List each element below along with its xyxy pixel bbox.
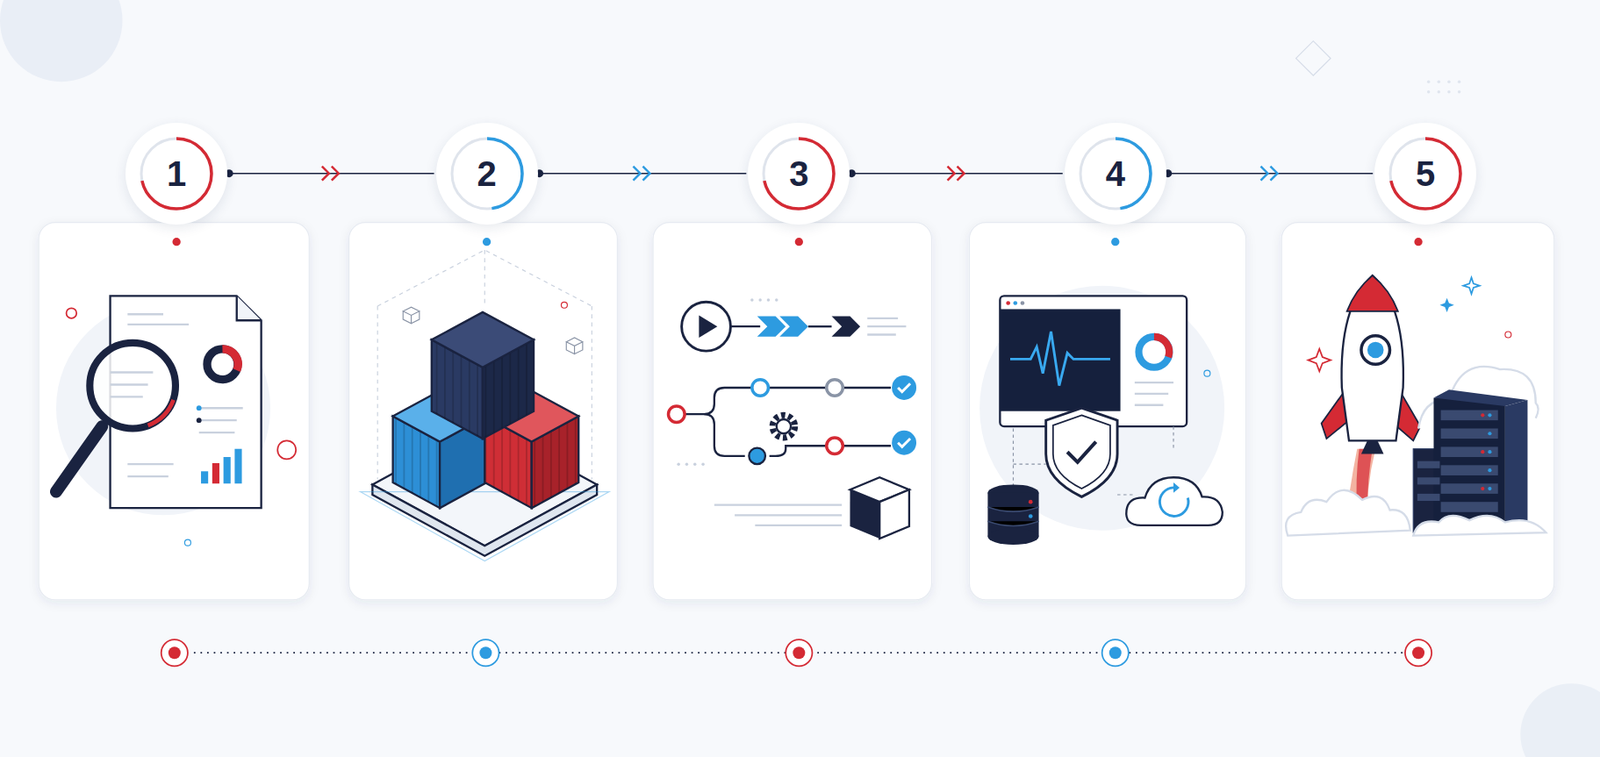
- stem-dots: [172, 237, 1422, 246]
- step-circle: 3: [747, 122, 850, 225]
- step-number: 4: [1105, 156, 1126, 192]
- monitoring-icon: [979, 286, 1225, 546]
- launch-icon: [1285, 275, 1546, 536]
- step-circle: 1: [125, 122, 228, 225]
- analysis-icon: [56, 295, 296, 546]
- step-circle: 4: [1064, 122, 1167, 225]
- step-number: 1: [166, 156, 187, 192]
- bg-dots: [1427, 79, 1461, 94]
- bg-circle: [1520, 683, 1600, 757]
- step-connector: [539, 172, 747, 175]
- bg-diamond: [1296, 41, 1331, 76]
- step-number: 3: [789, 156, 809, 192]
- step-circle: 5: [1374, 122, 1477, 225]
- pipeline-icon: [668, 298, 918, 539]
- bg-circle: [0, 0, 123, 82]
- containers-icon: [359, 250, 610, 562]
- timeline: [161, 639, 1432, 667]
- step-connector: [1168, 172, 1373, 175]
- cards: [38, 222, 1555, 601]
- step-number: 5: [1415, 156, 1435, 192]
- step-number: 2: [476, 156, 496, 192]
- step-connector: [229, 172, 434, 175]
- step-connector: [851, 172, 1062, 175]
- step-circle: 2: [436, 122, 539, 225]
